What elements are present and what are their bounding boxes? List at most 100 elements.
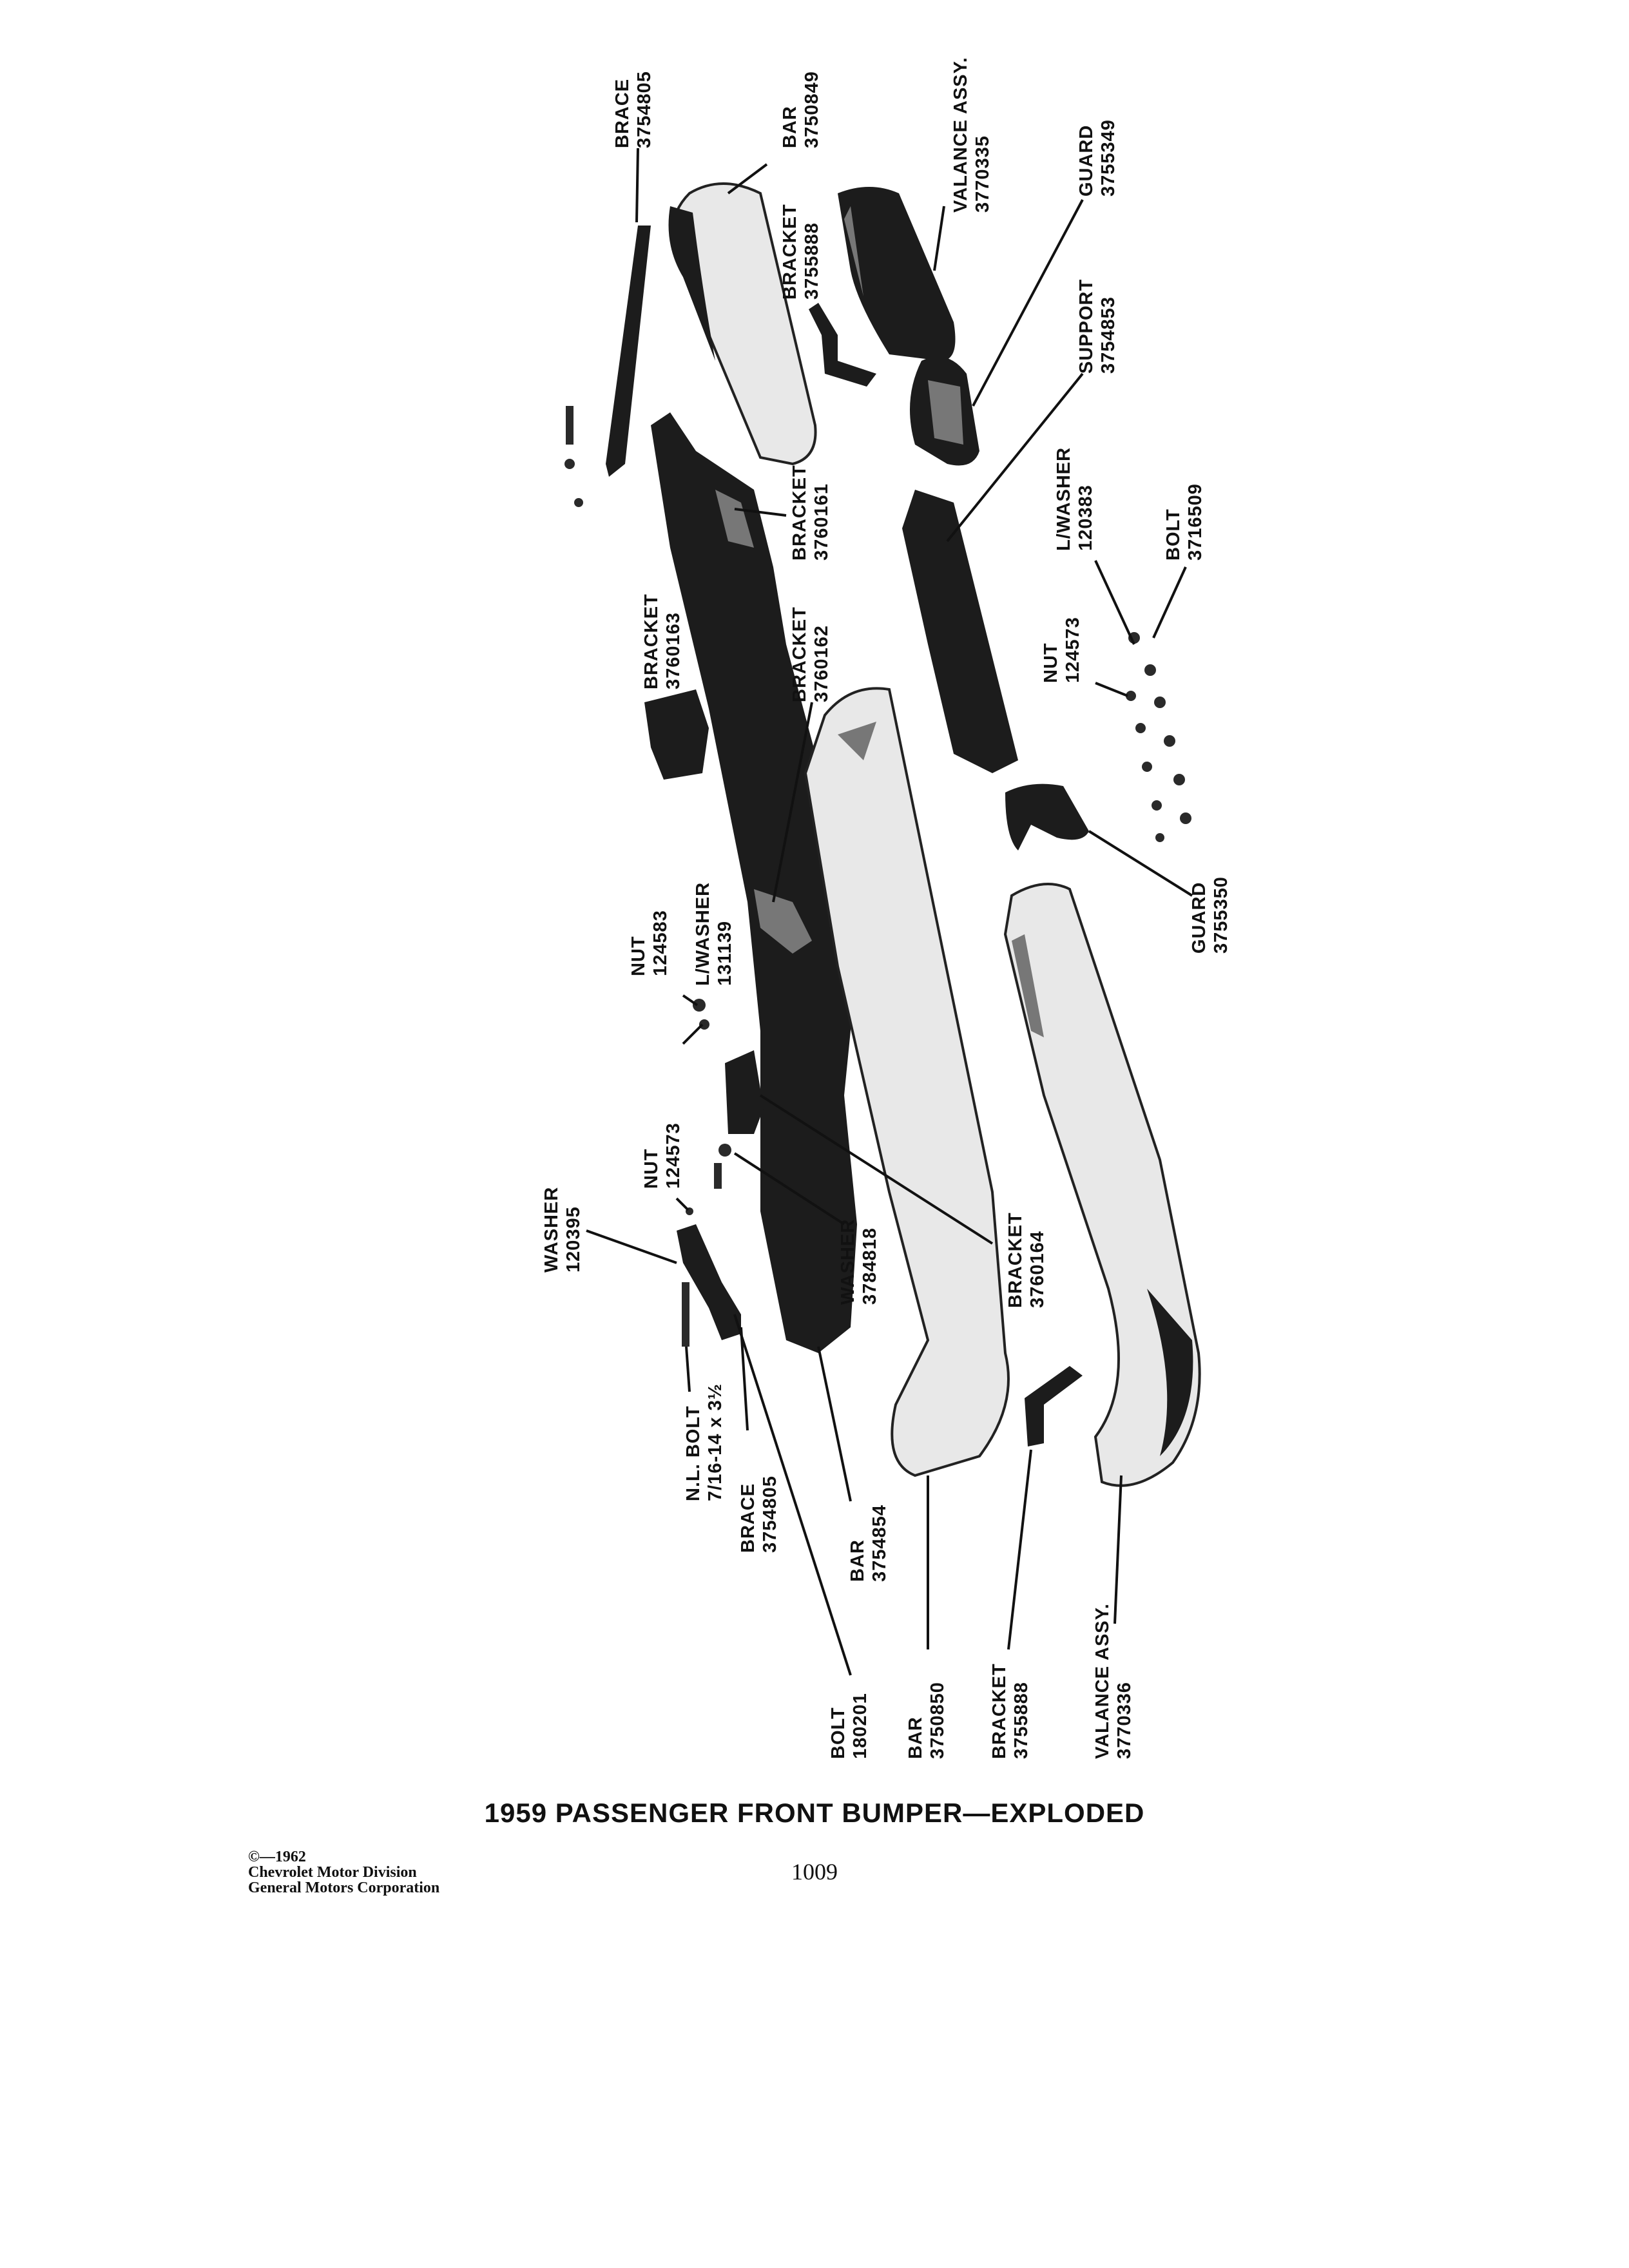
bracket-3755888-bottom-part [1025, 1366, 1083, 1446]
bar-3750849-part [668, 182, 817, 466]
small-bolt-top-part [564, 406, 583, 507]
label-lwasher-131139: L/WASHER 131139 [693, 882, 735, 986]
svg-text:BRACE: BRACE [738, 1483, 758, 1553]
leader-lines [586, 148, 1193, 1676]
copyright-line: Chevrolet Motor Division [248, 1864, 417, 1881]
bracket-3755888-top-part [809, 303, 876, 387]
svg-text:120383: 120383 [1075, 485, 1096, 551]
svg-text:3760162: 3760162 [811, 625, 832, 702]
label-valance-3770335: VALANCE ASSY. 3770335 [950, 57, 993, 213]
support-3754853-part [902, 490, 1018, 773]
svg-text:7/16-14 x 3½: 7/16-14 x 3½ [705, 1383, 726, 1501]
svg-text:BRACKET: BRACKET [789, 465, 810, 561]
svg-text:SUPPORT: SUPPORT [1076, 279, 1097, 374]
svg-text:BOLT: BOLT [828, 1707, 849, 1759]
svg-text:L/WASHER: L/WASHER [1054, 447, 1074, 551]
svg-text:3750849: 3750849 [802, 71, 822, 148]
svg-text:3760161: 3760161 [811, 483, 832, 561]
svg-text:3750850: 3750850 [927, 1682, 948, 1759]
bracket-3760163-part [644, 689, 709, 780]
page-number: 1009 [791, 1859, 838, 1885]
svg-text:3755349: 3755349 [1098, 119, 1119, 197]
bar-3750850-part [804, 687, 1010, 1477]
svg-text:BRACE: BRACE [612, 79, 633, 148]
svg-text:BAR: BAR [847, 1539, 868, 1582]
svg-text:VALANCE ASSY.: VALANCE ASSY. [1092, 1603, 1113, 1759]
svg-text:3754805: 3754805 [760, 1475, 780, 1553]
label-valance-3770336: VALANCE ASSY. 3770336 [1092, 1603, 1135, 1759]
svg-text:180201: 180201 [850, 1693, 871, 1759]
label-bracket-3760163: BRACKET 3760163 [641, 593, 684, 689]
label-lwasher-120383: L/WASHER 120383 [1054, 447, 1096, 551]
svg-text:124573: 124573 [663, 1122, 684, 1189]
svg-text:BAR: BAR [905, 1716, 926, 1759]
guard-3755350-part [1005, 783, 1089, 850]
svg-text:3754853: 3754853 [1098, 296, 1119, 374]
page-title: 1959 PASSENGER FRONT BUMPER—EXPLODED [484, 1798, 1145, 1828]
svg-text:NUT: NUT [628, 936, 649, 976]
svg-text:BRACKET: BRACKET [780, 204, 800, 300]
svg-text:WASHER: WASHER [838, 1219, 858, 1305]
copyright-block: ©—1962 Chevrolet Motor Division General … [248, 1849, 439, 1896]
svg-text:124573: 124573 [1063, 617, 1083, 683]
svg-text:3770336: 3770336 [1114, 1682, 1135, 1759]
svg-text:BRACKET: BRACKET [989, 1663, 1010, 1759]
svg-text:3784818: 3784818 [860, 1227, 880, 1305]
label-bar-3750850: BAR 3750850 [905, 1682, 948, 1759]
label-washer-120395: WASHER 120395 [541, 1187, 584, 1273]
label-nut-124573-right: NUT 124573 [1041, 617, 1083, 683]
copyright-line: ©—1962 [248, 1849, 306, 1865]
svg-text:BAR: BAR [780, 106, 800, 148]
svg-text:3755888: 3755888 [802, 222, 822, 300]
svg-text:3754805: 3754805 [634, 71, 655, 148]
bar-3754854-part [651, 412, 857, 1353]
svg-text:N.L. BOLT: N.L. BOLT [683, 1405, 704, 1501]
svg-text:NUT: NUT [1041, 642, 1061, 683]
label-bracket-3760162: BRACKET 3760162 [789, 606, 832, 702]
brace-3754805-bottom-part [677, 1224, 741, 1347]
label-bracket-3760161: BRACKET 3760161 [789, 465, 832, 561]
label-bracket-3760164: BRACKET 3760164 [1005, 1212, 1048, 1308]
svg-text:3770335: 3770335 [972, 135, 993, 213]
svg-text:124583: 124583 [650, 910, 671, 976]
svg-text:3755350: 3755350 [1211, 876, 1231, 954]
svg-text:120395: 120395 [563, 1206, 584, 1273]
label-brace-3754805-bottom: BRACE 3754805 [738, 1475, 780, 1553]
svg-text:3755888: 3755888 [1011, 1682, 1032, 1759]
svg-text:131139: 131139 [715, 921, 735, 986]
bracket-3760164-part [725, 1050, 764, 1134]
svg-text:NUT: NUT [641, 1148, 662, 1189]
svg-text:GUARD: GUARD [1189, 882, 1210, 954]
label-nut-124583: NUT 124583 [628, 910, 671, 976]
valance-3770335-part [838, 187, 956, 361]
label-bracket-3755888-bottom: BRACKET 3755888 [989, 1663, 1032, 1759]
hardware-cluster-right-part [1126, 632, 1191, 842]
copyright-line: General Motors Corporation [248, 1879, 440, 1896]
svg-text:BRACKET: BRACKET [1005, 1212, 1026, 1308]
svg-text:3716509: 3716509 [1185, 483, 1206, 561]
svg-text:BOLT: BOLT [1163, 508, 1184, 561]
label-guard-3755350: GUARD 3755350 [1189, 876, 1231, 954]
label-bolt-180201: BOLT 180201 [828, 1693, 871, 1759]
brace-3754805-top-part [606, 226, 651, 477]
svg-text:3760163: 3760163 [663, 612, 684, 689]
svg-text:BRACKET: BRACKET [789, 606, 810, 702]
svg-text:BRACKET: BRACKET [641, 593, 662, 689]
label-bar-3750849: BAR 3750849 [780, 71, 822, 148]
label-brace-3754805-top: BRACE 3754805 [612, 71, 655, 148]
valance-3770336-part [1003, 883, 1201, 1487]
svg-text:L/WASHER: L/WASHER [693, 882, 713, 986]
svg-text:WASHER: WASHER [541, 1187, 562, 1273]
label-washer-3784818: WASHER 3784818 [838, 1219, 880, 1305]
label-bracket-3755888-top: BRACKET 3755888 [780, 204, 822, 300]
label-guard-3755349: GUARD 3755349 [1076, 119, 1119, 197]
hardware-cluster-left-part [686, 999, 731, 1215]
label-bolt-3716509: BOLT 3716509 [1163, 483, 1206, 561]
svg-text:VALANCE ASSY.: VALANCE ASSY. [950, 57, 971, 213]
svg-text:GUARD: GUARD [1076, 125, 1097, 197]
svg-text:3760164: 3760164 [1027, 1231, 1048, 1308]
label-bar-3754854: BAR 3754854 [847, 1504, 890, 1582]
label-support-3754853: SUPPORT 3754853 [1076, 279, 1119, 374]
svg-text:3754854: 3754854 [869, 1504, 890, 1582]
